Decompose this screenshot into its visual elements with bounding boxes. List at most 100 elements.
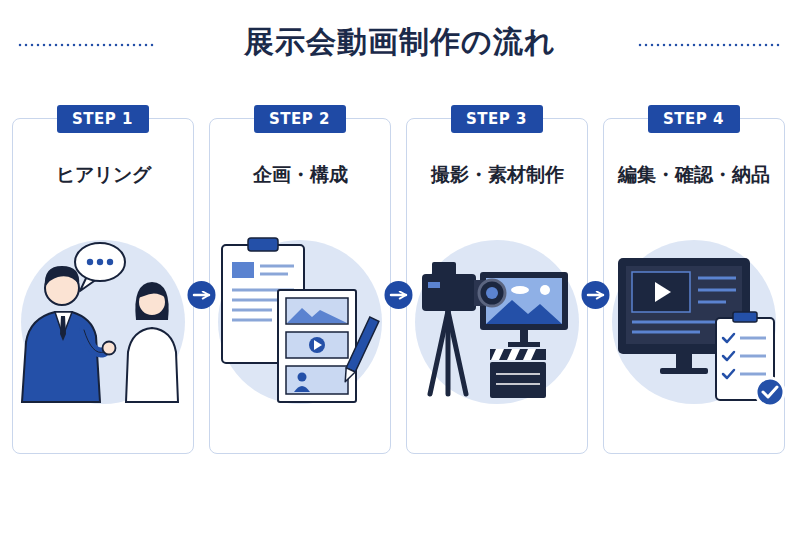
step-card: 編集・確認・納品STEP 4 xyxy=(603,118,785,454)
checklist-clipboard xyxy=(716,318,774,400)
step-badge: STEP 1 xyxy=(57,105,149,133)
editing-monitor xyxy=(618,258,750,354)
monitor-image xyxy=(511,286,529,294)
flow-arrow xyxy=(588,294,603,297)
speech-bubble xyxy=(75,243,125,291)
check-badge xyxy=(763,387,777,397)
clipboard-plan xyxy=(232,319,272,322)
checklist-clipboard xyxy=(723,334,734,342)
clapperboard xyxy=(496,373,540,375)
clipboard-plan xyxy=(232,262,254,278)
clipboard-plan xyxy=(248,238,278,251)
camera-tripod xyxy=(422,274,476,311)
page-title: 展示会動画制作の流れ xyxy=(0,22,800,63)
clapperboard xyxy=(507,349,520,360)
editing-monitor xyxy=(626,266,742,344)
step-title: 企画・構成 xyxy=(210,163,390,186)
editing-monitor xyxy=(632,321,720,324)
man-figure xyxy=(22,312,100,402)
arrow-disc xyxy=(582,281,610,309)
clapperboard xyxy=(496,383,540,385)
speech-bubble xyxy=(87,259,93,265)
check-badge xyxy=(756,378,784,406)
storyboard-sheet xyxy=(278,290,356,402)
woman-figure xyxy=(138,288,166,316)
man-figure xyxy=(45,266,79,287)
editing-monitor xyxy=(618,258,750,374)
editing-monitor xyxy=(676,354,692,368)
clipboard-plan xyxy=(232,289,294,292)
clapperboard xyxy=(490,362,546,398)
man-figure xyxy=(84,330,104,353)
clapperboard xyxy=(523,349,536,360)
editing-monitor xyxy=(655,282,671,302)
illustration-backdrop xyxy=(21,240,185,404)
pen-icon xyxy=(346,317,379,372)
step-card: ヒアリングSTEP 1 xyxy=(12,118,194,454)
checklist-clipboard xyxy=(740,373,766,376)
camera-tripod xyxy=(432,262,456,277)
camera-tripod xyxy=(430,311,448,394)
step-badge: STEP 3 xyxy=(451,105,543,133)
checklist-clipboard xyxy=(723,352,734,360)
editing-monitor xyxy=(698,277,736,280)
camera-tripod xyxy=(479,280,505,306)
camera-tripod xyxy=(474,280,490,306)
illustration-backdrop xyxy=(612,240,776,404)
monitor-image xyxy=(486,278,562,324)
step-card: 撮影・素材制作STEP 3 xyxy=(406,118,588,454)
clipboard-plan xyxy=(222,238,304,363)
woman-figure xyxy=(138,284,166,298)
speech-bubble xyxy=(107,259,113,265)
illustration-backdrop xyxy=(21,240,776,404)
illustration-backdrop xyxy=(218,240,382,404)
man-figure xyxy=(22,266,116,402)
man-figure xyxy=(103,342,116,355)
camera-tripod xyxy=(448,311,466,394)
checklist-clipboard xyxy=(723,370,734,378)
clapperboard xyxy=(491,349,504,360)
pen-icon xyxy=(341,317,379,384)
storyboard-sheet xyxy=(286,298,348,324)
step-label: STEP 3 xyxy=(466,110,527,128)
editing-monitor xyxy=(698,301,726,304)
step-badge: STEP 2 xyxy=(254,105,346,133)
arrow-disc xyxy=(188,281,216,309)
step-label: STEP 2 xyxy=(269,110,330,128)
checklist-clipboard xyxy=(740,355,766,358)
editing-monitor xyxy=(698,289,736,292)
camera-tripod xyxy=(446,311,451,394)
clapperboard xyxy=(490,349,546,398)
clipboard-plan xyxy=(222,245,304,363)
flow-arrow xyxy=(194,294,209,297)
monitor-image xyxy=(520,330,528,342)
title-dots xyxy=(640,44,780,47)
speech-bubble xyxy=(97,259,103,265)
flow-arrow xyxy=(391,294,406,297)
step-title: 編集・確認・納品 xyxy=(604,163,784,186)
storyboard-sheet xyxy=(286,332,348,358)
woman-figure xyxy=(135,282,168,320)
monitor-image xyxy=(480,272,568,330)
step-label: STEP 4 xyxy=(663,110,724,128)
storyboard-sheet xyxy=(287,308,347,323)
woman-figure xyxy=(126,282,178,402)
speech-bubble xyxy=(80,274,97,291)
check-badge xyxy=(756,378,784,406)
clapperboard xyxy=(490,349,546,360)
man-figure xyxy=(84,330,104,353)
monitor-image xyxy=(480,272,568,347)
step-label: STEP 1 xyxy=(72,110,133,128)
man-figure xyxy=(45,271,79,305)
checklist-clipboard xyxy=(740,337,766,340)
step-card: 企画・構成STEP 2 xyxy=(209,118,391,454)
step-badge: STEP 4 xyxy=(648,105,740,133)
editing-monitor xyxy=(632,331,700,334)
storyboard-sheet xyxy=(298,373,307,382)
woman-figure xyxy=(126,328,178,402)
camera-tripod xyxy=(422,262,505,394)
step-title: 撮影・素材制作 xyxy=(407,163,587,186)
editing-monitor xyxy=(660,368,708,374)
